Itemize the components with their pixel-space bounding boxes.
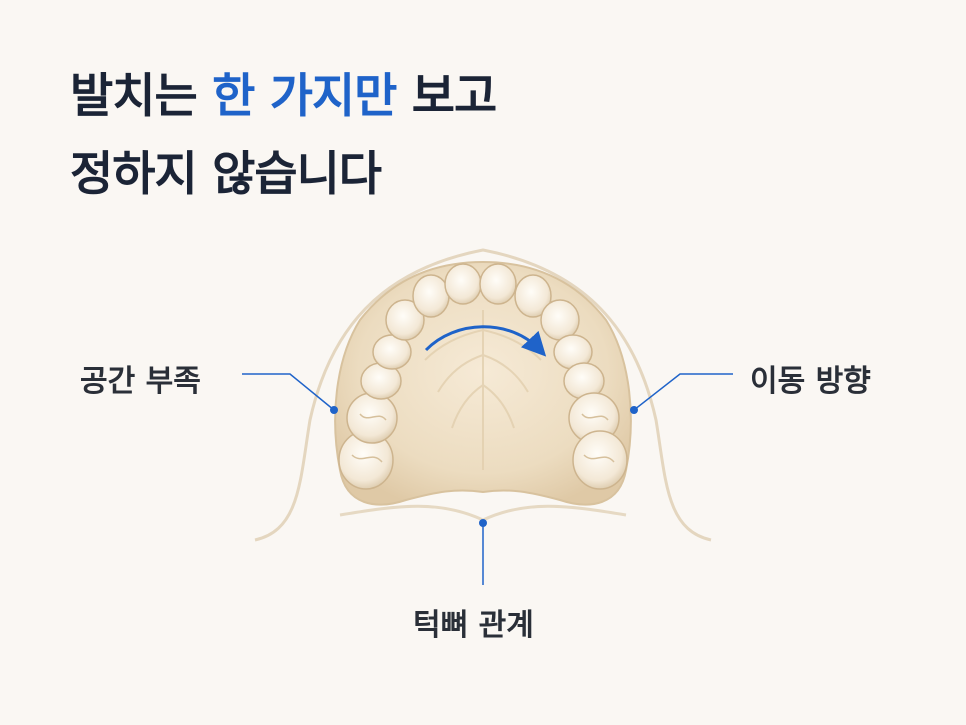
movement-arrow: [424, 325, 547, 357]
molar-grooves: [351, 413, 615, 463]
leader-dot-left: [330, 406, 338, 414]
title-suffix: 보고: [396, 69, 497, 124]
tooth: [444, 263, 482, 305]
tooth: [385, 299, 425, 341]
label-jaw-relation: 턱뼈 관계: [413, 608, 534, 643]
tooth: [346, 392, 398, 444]
title-prefix: 발치는: [70, 69, 213, 124]
label-movement-direction: 이동 방향: [750, 364, 871, 399]
tooth: [514, 274, 552, 318]
jaw-outline: [254, 248, 712, 542]
leader-lines: [242, 373, 733, 585]
tooth: [412, 274, 450, 318]
leader-left: [242, 373, 335, 411]
leader-dot-right: [630, 406, 638, 414]
title-line-1: 발치는 한 가지만 보고: [70, 58, 497, 136]
label-space-shortage: 공간 부족: [80, 364, 201, 399]
title-accent: 한 가지만: [212, 69, 397, 124]
leader-dot-bottom: [479, 519, 487, 527]
tooth: [572, 430, 628, 490]
tooth: [479, 263, 517, 305]
jaw-lower-curve: [339, 504, 627, 522]
tooth: [540, 299, 580, 341]
page-title: 발치는 한 가지만 보고 정하지 않습니다: [70, 58, 497, 214]
leader-right: [633, 373, 733, 411]
title-line-2: 정하지 않습니다: [70, 147, 382, 202]
teeth: [338, 263, 628, 490]
palate-ridges: [424, 310, 542, 470]
